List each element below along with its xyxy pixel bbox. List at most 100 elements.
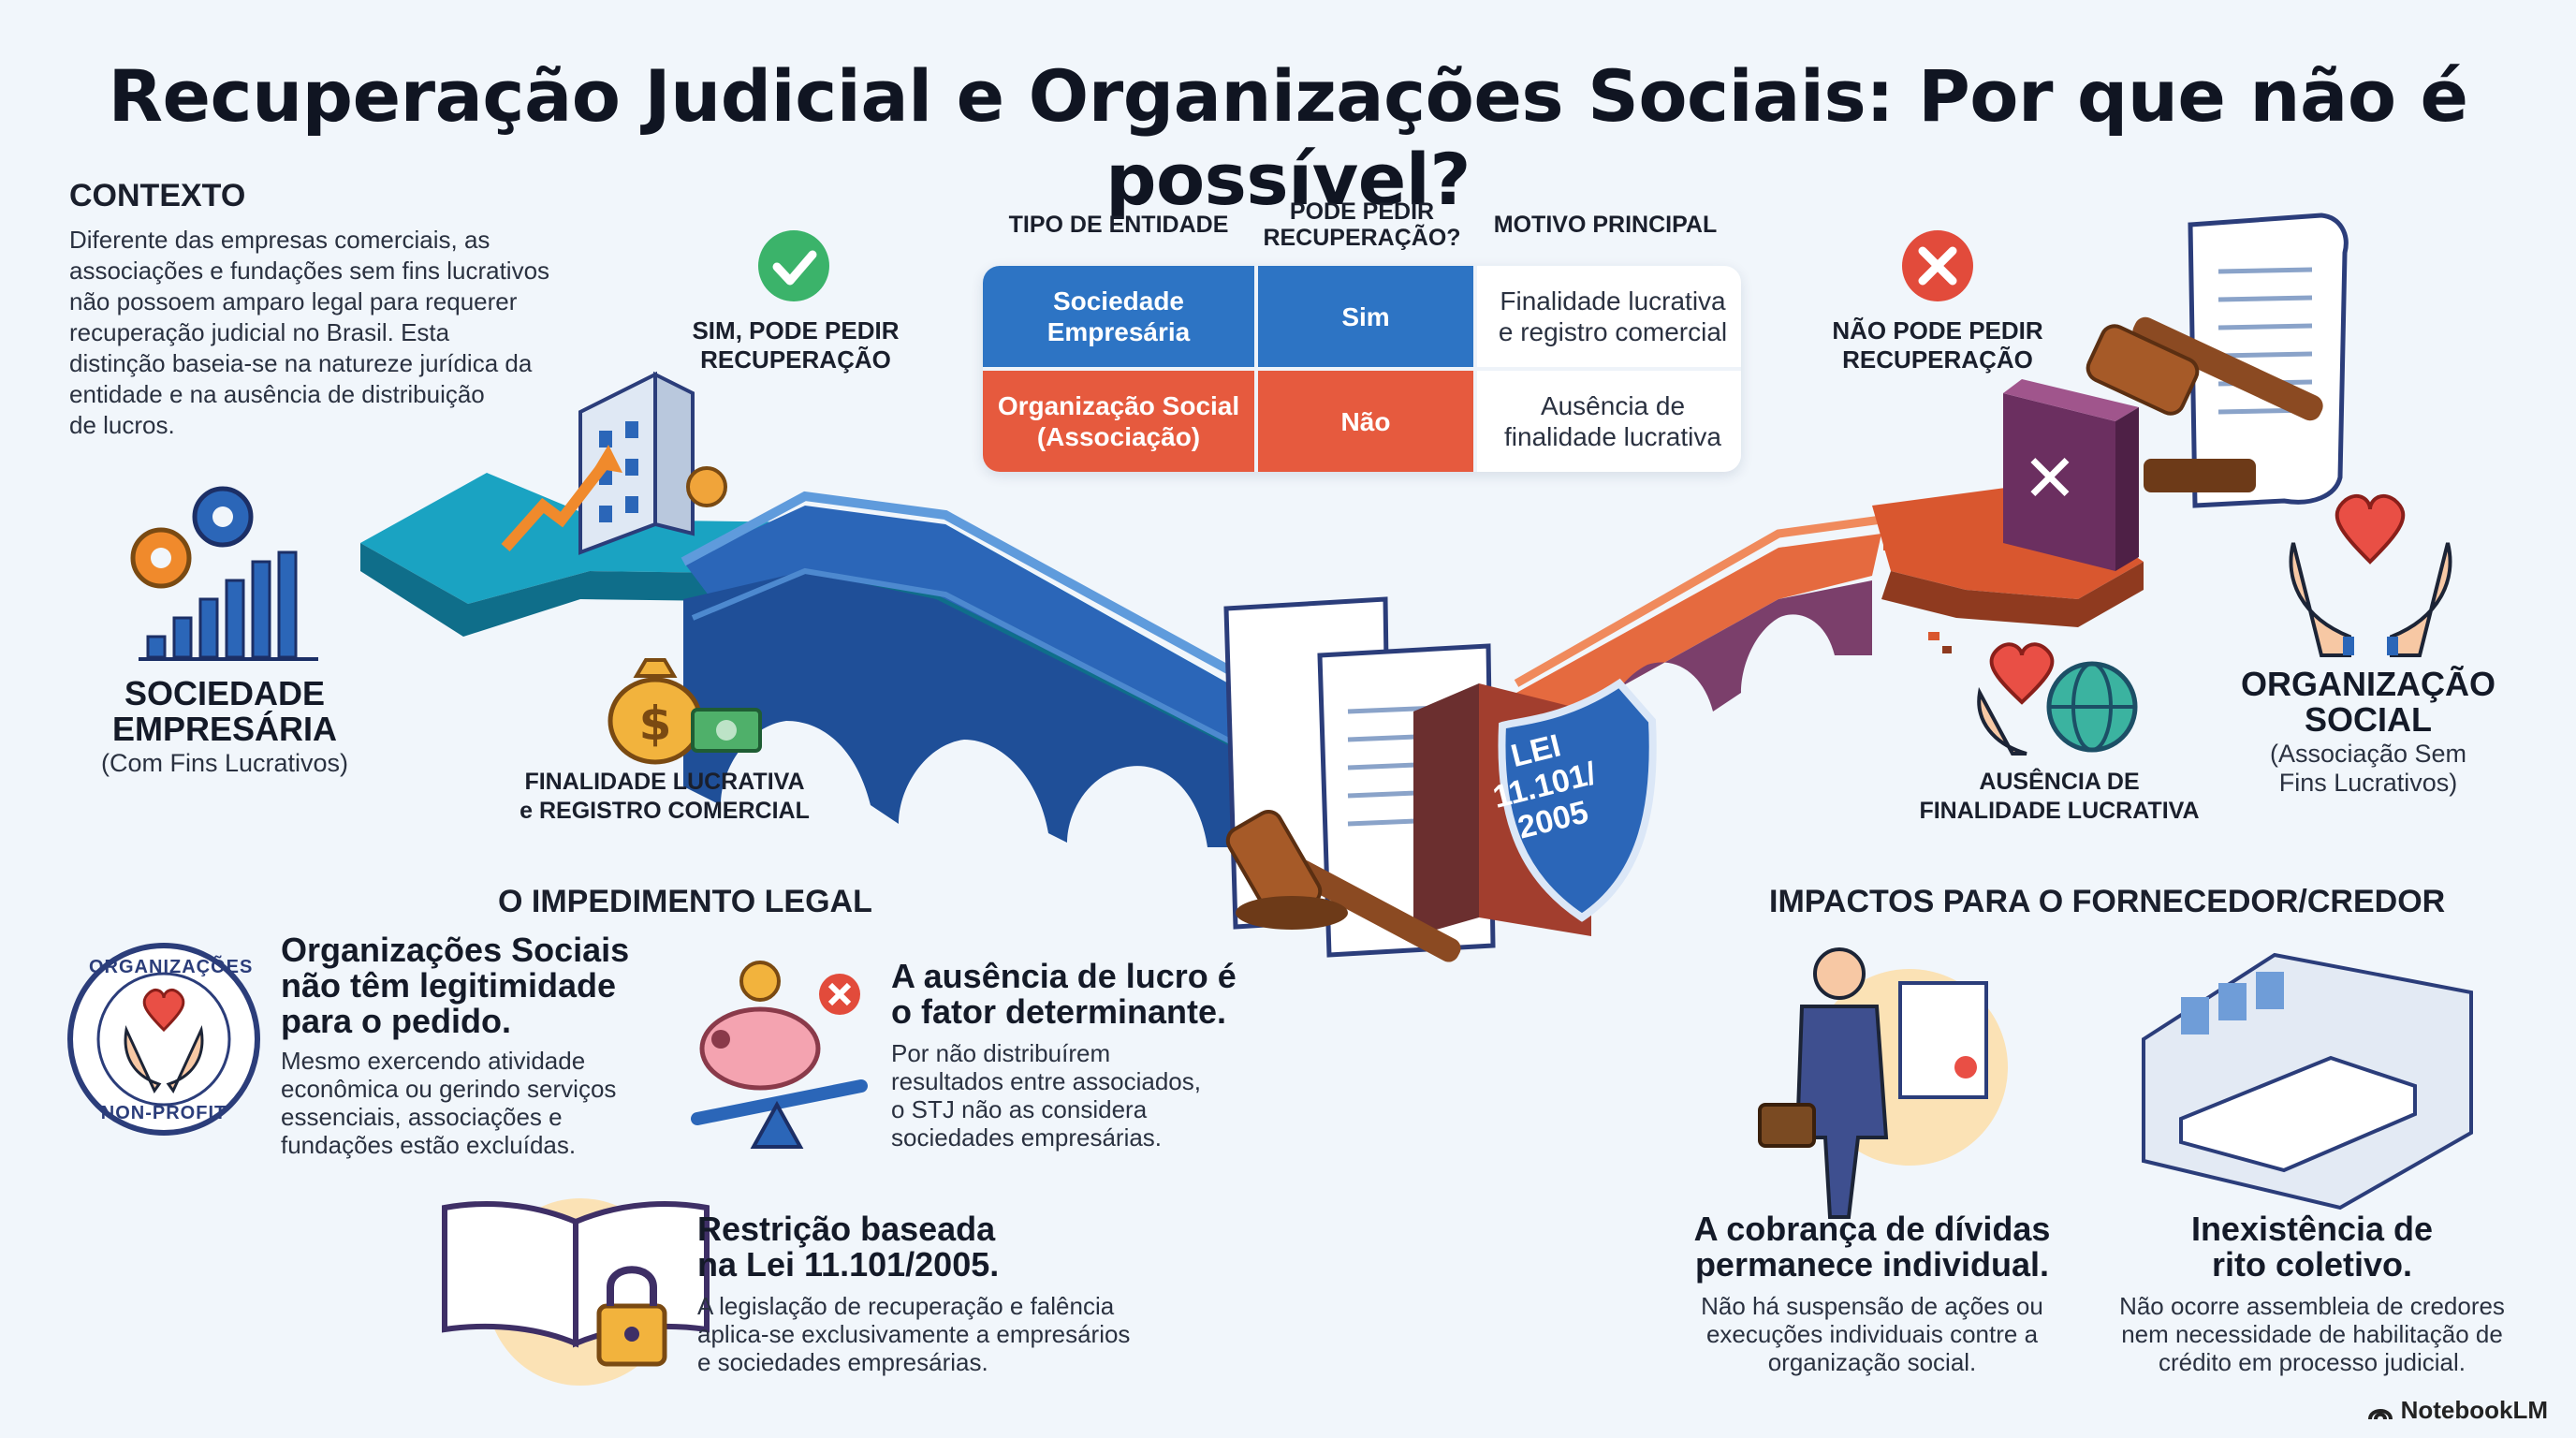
brand-text: NotebookLM <box>2400 1396 2548 1424</box>
sim-label-line: RECUPERAÇÃO <box>700 345 891 374</box>
sim-label: SIM, PODE PEDIR RECUPERAÇÃO <box>674 316 917 374</box>
entity-line: SOCIAL <box>2304 700 2432 739</box>
card-heading-line: Inexistência de <box>2190 1210 2434 1248</box>
cuff-icon <box>2343 637 2354 655</box>
scroll-line <box>2217 267 2313 274</box>
seal-icon <box>1954 1056 1977 1078</box>
card-body-line: organização social. <box>1767 1348 1977 1376</box>
debris <box>1883 541 1896 550</box>
card-body-line: nem necessidade de habilitação de <box>2121 1320 2503 1348</box>
card-body-line: A legislação de recuperação e falência <box>697 1292 1115 1320</box>
card-heading-line: permanece individual. <box>1694 1245 2050 1284</box>
contexto-line: distinção baseia-se na natureze jurídica… <box>69 349 533 377</box>
impedimento-card-1: Organizações Sociais não têm legitimidad… <box>281 932 674 1160</box>
entity-line: SOCIEDADE <box>124 674 326 712</box>
contexto-line: associações e fundações sem fins lucrati… <box>69 257 550 285</box>
x-box-side <box>2003 393 2115 571</box>
contexto-line: de lucros. <box>69 411 175 439</box>
heart-icon <box>1989 642 2055 705</box>
growth-arrow <box>501 455 613 551</box>
balance-beam <box>691 1079 868 1125</box>
card-body: Por não distribuírem resultados entre as… <box>891 1039 1284 1152</box>
ausencia-label: AUSÊNCIA DE FINALIDADE LUCRATIVA <box>1910 768 2209 826</box>
contexto-heading: CONTEXTO <box>69 178 246 213</box>
small-gear-icon <box>686 466 727 507</box>
x-box-right <box>2115 407 2139 571</box>
card-body-line: Por não distribuírem <box>891 1039 1111 1067</box>
center-gavel-handle <box>1291 859 1461 962</box>
entity-line: ORGANIZAÇÃO <box>2241 665 2496 703</box>
finalidade-line: e REGISTRO COMERCIAL <box>520 798 810 824</box>
gear-icon-hole <box>212 506 233 527</box>
impactos-card-2: Inexistência de rito coletivo. Não ocorr… <box>2087 1210 2537 1377</box>
gavel-handle <box>2132 316 2323 421</box>
check-icon-mark <box>772 250 817 286</box>
cell-line: Sociedade <box>1052 286 1185 315</box>
hand-icon <box>2390 542 2452 657</box>
x-circle-mark <box>1918 246 1957 286</box>
open-book-icon <box>442 1201 578 1348</box>
building-window <box>599 431 612 448</box>
ausencia-line: AUSÊNCIA DE <box>1979 769 2140 795</box>
cell-line: finalidade lucrativa <box>1504 422 1721 451</box>
piggy-bank-icon <box>699 1006 821 1091</box>
card-body: Não ocorre assembleia de credores nem ne… <box>2087 1292 2537 1376</box>
card-body: Mesmo exercendo atividade econômica ou g… <box>281 1047 674 1159</box>
card-body-line: fundações estão excluídas. <box>281 1131 577 1159</box>
bar-icon <box>172 616 193 659</box>
cuff-icon <box>2387 637 2398 655</box>
gavel-head <box>2086 324 2200 416</box>
brand-logo: NotebookLM <box>2367 1396 2548 1425</box>
table-header-line: PODE PEDIR <box>1289 198 1435 225</box>
meeting-table <box>2179 1055 2417 1173</box>
finalidade-label: FINALIDADE LUCRATIVA e REGISTRO COMERCIA… <box>505 768 824 826</box>
gavel-block <box>2144 459 2256 492</box>
document-icon <box>1898 981 1988 1099</box>
red-bridge-railing <box>1514 515 1882 687</box>
nao-label-line: NÃO PODE PEDIR <box>1832 316 2043 345</box>
entity-sub-line: (Associação Sem <box>2269 740 2467 768</box>
card-body-line: econômica ou gerindo serviços <box>281 1075 617 1103</box>
heart-icon <box>2334 493 2406 565</box>
card-body-line: crédito em processo judicial. <box>2158 1348 2466 1376</box>
scroll-line <box>2217 323 2313 330</box>
heart-icon <box>142 989 185 1033</box>
impactos-card-1: A cobrança de dívidas permanece individu… <box>1657 1211 2087 1377</box>
card-body-line: essenciais, associações e <box>281 1103 563 1131</box>
table-header-motivo: MOTIVO PRINCIPAL <box>1493 212 1718 238</box>
card-heading-line: na Lei 11.101/2005. <box>697 1245 1000 1284</box>
x-box-mark: ✕ <box>2023 440 2078 517</box>
card-heading-line: A ausência de lucro é <box>891 957 1237 995</box>
x-circle-mark <box>827 982 852 1006</box>
lei-shield <box>1498 678 1657 922</box>
dollar-sign: $ <box>639 697 672 751</box>
cell-line: Finalidade lucrativa <box>1500 286 1726 315</box>
lock-keyhole <box>624 1327 639 1342</box>
room-window <box>2256 972 2284 1009</box>
cash-icon-dot <box>716 720 737 741</box>
entity-sub-line: Fins Lucrativos) <box>2278 769 2458 797</box>
bar-icon <box>146 635 167 659</box>
card-body: A legislação de recuperação e falência a… <box>697 1292 1222 1376</box>
right-scroll <box>2188 213 2349 508</box>
contexto-line: recuperação judicial no Brasil. Esta <box>69 318 450 346</box>
table-row-2-pode: Não <box>1258 371 1473 472</box>
notebook-icon <box>2367 1408 2393 1419</box>
card-heading: Restrição baseada na Lei 11.101/2005. <box>697 1211 1222 1283</box>
impactos-heading: IMPACTOS PARA O FORNECEDOR/CREDOR <box>1769 884 2446 919</box>
card-heading-line: o fator determinante. <box>891 992 1227 1031</box>
contexto-line: Diferente das empresas comerciais, as <box>69 226 490 254</box>
card-heading: A ausência de lucro é o fator determinan… <box>891 959 1284 1030</box>
cell-line: e registro comercial <box>1498 317 1728 346</box>
gear-icon-hole <box>151 548 171 568</box>
card-heading-line: para o pedido. <box>281 1002 512 1040</box>
cell-line: Empresária <box>1046 317 1191 346</box>
contexto-line: não possoem amparo legal para requerer <box>69 287 518 315</box>
hand-icon <box>166 1024 204 1093</box>
building-window <box>625 421 638 438</box>
scroll-line <box>2217 295 2313 302</box>
blue-bridge-deck <box>683 506 1245 749</box>
